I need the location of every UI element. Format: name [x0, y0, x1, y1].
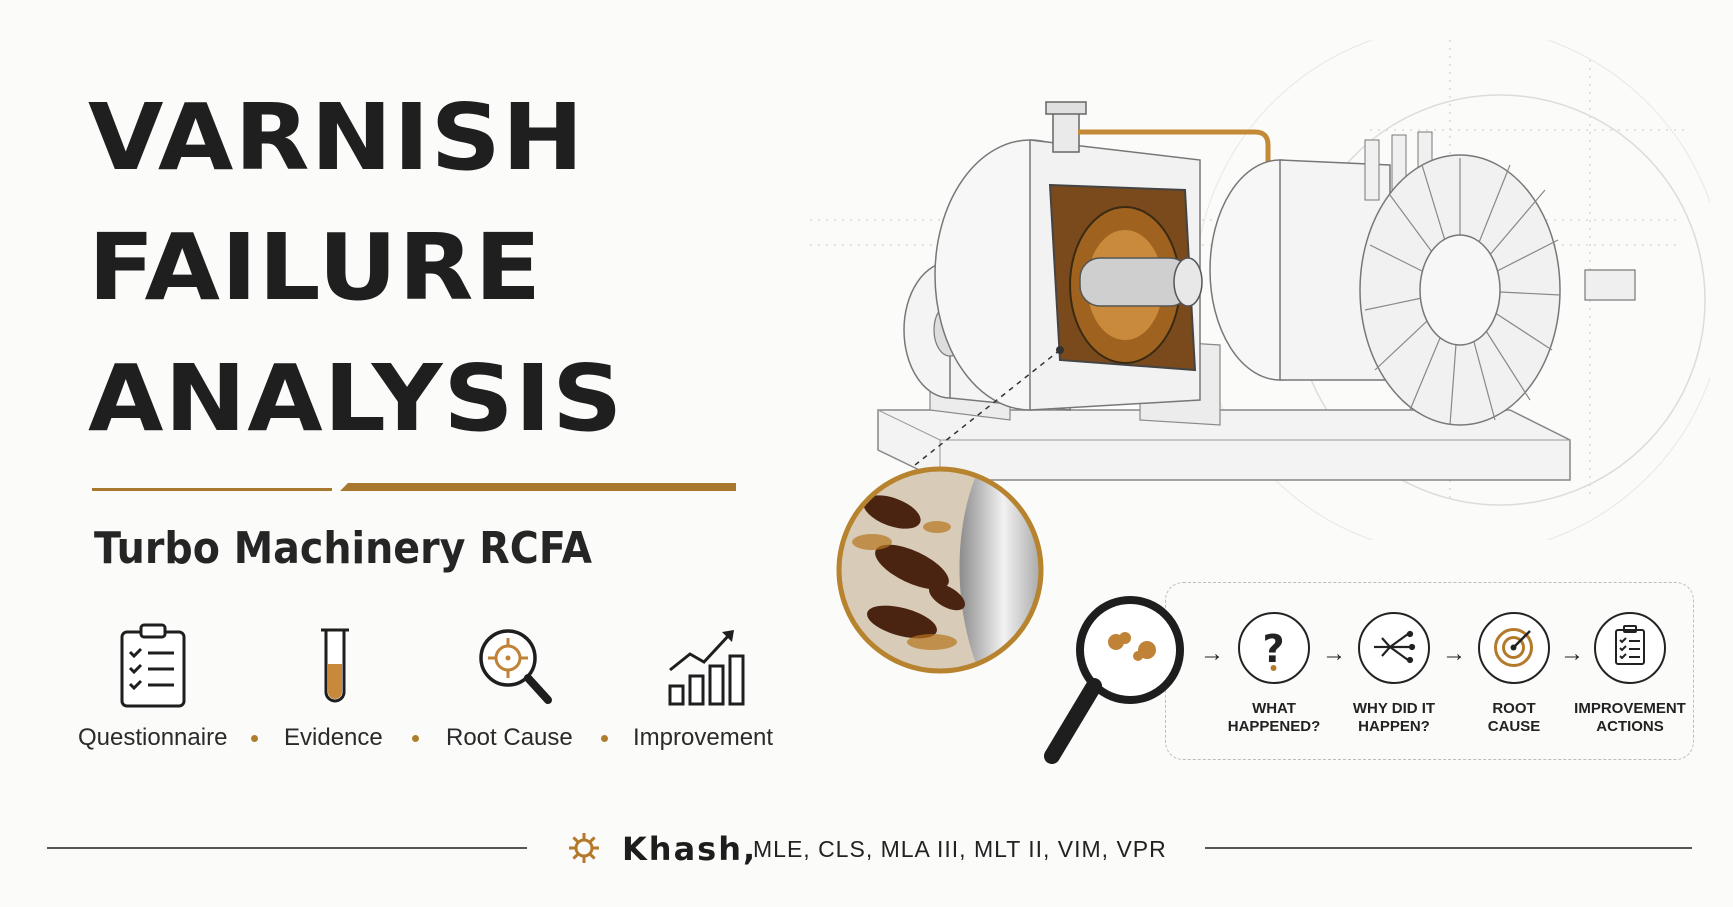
subtitle: Turbo Machinery RCFA [94, 523, 592, 574]
flow-arrow: → [1442, 640, 1466, 667]
footer-divider-left [47, 847, 527, 849]
feature-label-improvement: Improvement [633, 724, 774, 751]
title-divider-thick [340, 483, 736, 491]
title-line-3: ANALYSIS [88, 345, 624, 452]
feature-label-evidence: Evidence [284, 724, 383, 751]
growth-chart-icon [660, 620, 750, 710]
turbine-illustration [810, 40, 1710, 540]
clipboard-checklist-icon [110, 620, 200, 710]
separator-dot [251, 735, 258, 742]
author-credentials: MLE, CLS, MLA III, MLT II, VIM, VPR [753, 836, 1167, 862]
footer-divider-right [1205, 847, 1692, 849]
flow-arrow: → [1560, 640, 1584, 667]
large-magnifier-icon [1044, 596, 1184, 764]
svg-text:?: ? [1262, 627, 1284, 671]
question-icon: ? [1238, 612, 1310, 684]
target-icon [1478, 612, 1550, 684]
author-name: Khash, [622, 830, 758, 868]
gear-icon [569, 833, 599, 863]
flow-arrow: → [1200, 640, 1224, 667]
separator-dot [601, 735, 608, 742]
test-tube-icon [288, 620, 378, 710]
step-label-root-cause: ROOT CAUSE [1487, 700, 1541, 735]
step-label-improvement-actions: IMPROVEMENT ACTIONS [1574, 700, 1686, 735]
checklist-icon [1594, 612, 1666, 684]
title-line-2: FAILURE [88, 214, 543, 321]
feature-label-questionnaire: Questionnaire [78, 724, 228, 751]
separator-dot [412, 735, 419, 742]
step-label-what-happened: WHAT HAPPENED? [1227, 700, 1321, 735]
flow-arrow: → [1322, 640, 1346, 667]
title-line-1: VARNISH [88, 84, 585, 191]
varnish-deposit-closeup [836, 466, 1044, 674]
step-label-why-did-it-happen: WHY DID IT HAPPEN? [1352, 700, 1436, 735]
branching-icon [1358, 612, 1430, 684]
feature-label-root-cause: Root Cause [446, 724, 573, 751]
magnifier-target-icon [470, 620, 560, 710]
title-divider-thin [92, 488, 332, 491]
